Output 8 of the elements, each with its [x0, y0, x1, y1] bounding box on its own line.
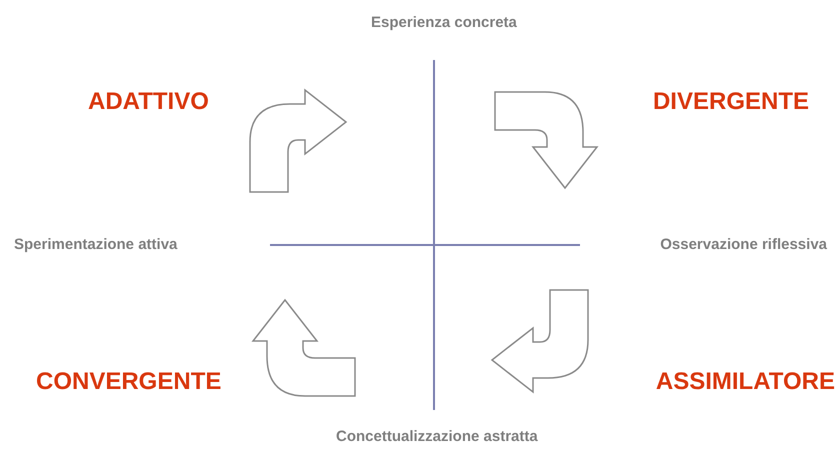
quadrant-label: ADATTIVO: [88, 88, 209, 116]
quadrant-label: CONVERGENTE: [36, 368, 222, 396]
axis-label: Osservazione riflessiva: [660, 236, 827, 253]
axis-label: Esperienza concreta: [371, 14, 517, 31]
axis-label: Concettualizzazione astratta: [336, 428, 538, 445]
quadrant-label: ASSIMILATORE: [656, 368, 835, 396]
axis-label: Sperimentazione attiva: [14, 236, 178, 253]
quadrant-label: DIVERGENTE: [652, 88, 809, 116]
